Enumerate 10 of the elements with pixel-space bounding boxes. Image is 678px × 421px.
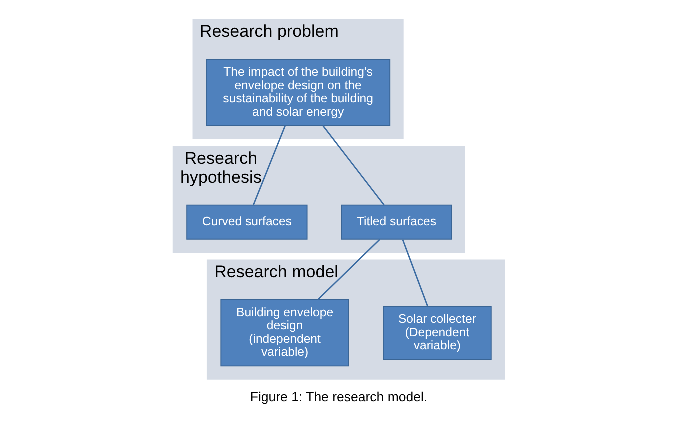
node-box: Titled surfaces bbox=[341, 204, 452, 240]
node-box: Curved surfaces bbox=[186, 204, 308, 240]
connector bbox=[402, 240, 429, 307]
node-box: Solar collecter (Dependent variable) bbox=[383, 306, 492, 360]
node-box: The impact of the building's envelope design on the sustainability of the building and solar energy bbox=[206, 59, 391, 126]
node-box: Building envelope design (independent variable) bbox=[220, 299, 350, 367]
connector bbox=[318, 239, 381, 300]
caption: Figure 1: The research model. bbox=[250, 389, 428, 404]
connector bbox=[322, 125, 385, 206]
connector bbox=[253, 126, 286, 206]
